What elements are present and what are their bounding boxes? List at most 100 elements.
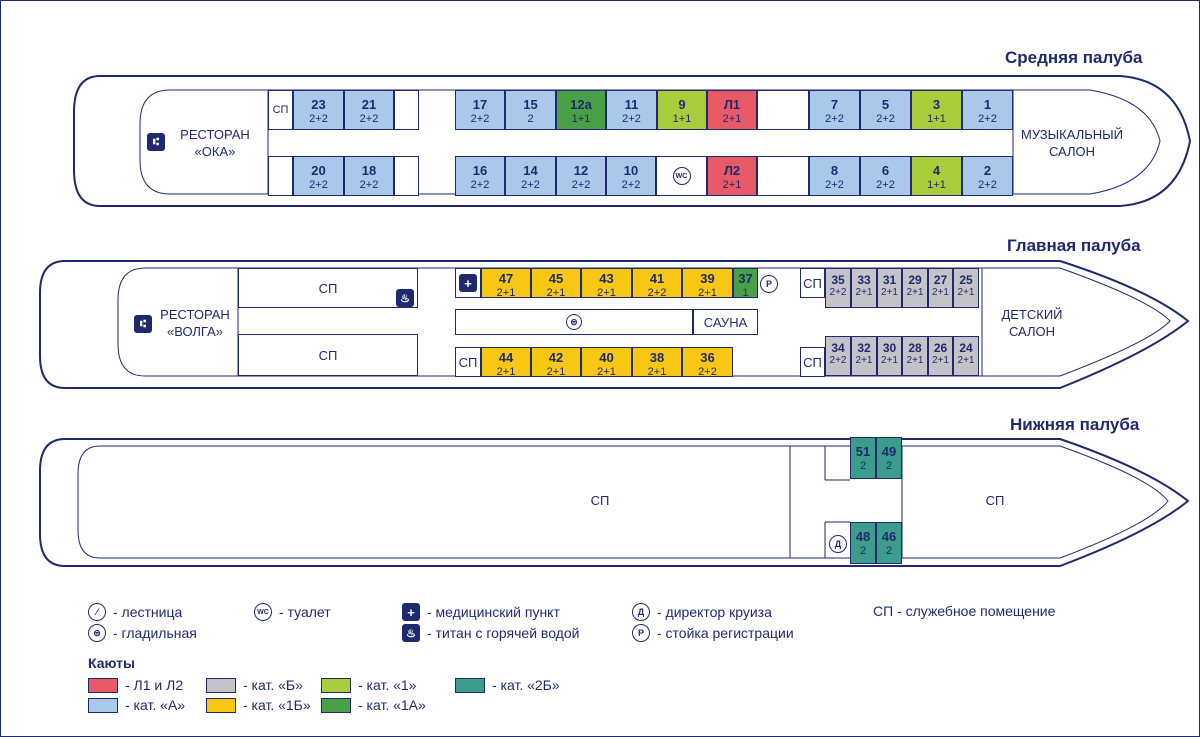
cabin-number: 24	[959, 341, 973, 355]
cabin-capacity: 2+1	[957, 287, 975, 298]
main-deck-inner	[117, 267, 1171, 377]
legend-boiler: ♨- титан с горячей водой	[402, 624, 579, 642]
restaurant-volga-line2: «ВОЛГА»	[166, 324, 224, 339]
cabin-capacity: 2+1	[932, 355, 949, 366]
cabin-number: 10	[623, 163, 639, 178]
service-room: СП	[238, 334, 418, 376]
swatch-cat-2b	[455, 677, 485, 693]
cabin-capacity: 2+1	[906, 287, 924, 298]
cabin-number: 39	[700, 271, 715, 286]
cabin-number: 8	[830, 163, 839, 178]
middle-room-blank	[394, 90, 419, 130]
legend-cabins-title: Каюты	[88, 655, 135, 671]
legend-cat-1: - кат. «1»	[321, 677, 416, 693]
cabin-number: 20	[311, 163, 326, 178]
cabin-number: 23	[311, 97, 326, 112]
cabin-number: 33	[857, 273, 871, 287]
restaurant-oka-line2: «ОКА»	[194, 144, 236, 159]
cabin-number: 29	[908, 273, 922, 287]
swatch-lux	[88, 677, 118, 693]
cabin-capacity: 2+2	[521, 179, 540, 191]
ironing-icon: ⊜	[566, 314, 582, 330]
cabin-capacity: 2+2	[571, 179, 591, 191]
legend-cat-1a: - кат. «1А»	[321, 697, 426, 713]
cabin-capacity: 2+1	[597, 287, 616, 299]
legend-cat-1a-label: - кат. «1А»	[358, 697, 426, 713]
legend-cat-a: - кат. «А»	[88, 697, 185, 713]
ironing-room: ⊜	[455, 309, 693, 335]
toilet-room: WC	[656, 156, 707, 196]
cabin-capacity: 2+2	[309, 179, 328, 191]
cabin-capacity: 1	[742, 287, 749, 299]
legend-cat-b: - кат. «Б»	[206, 677, 303, 693]
restaurant-oka-line1: РЕСТОРАН	[180, 127, 250, 142]
cabin-number: 38	[649, 350, 665, 365]
cabin-number: 7	[830, 97, 839, 112]
middle-room-blank	[757, 90, 809, 130]
medical-icon: +	[459, 274, 477, 292]
cabin-number: 1	[983, 97, 992, 112]
cabin-number: 47	[498, 271, 514, 286]
middle-room-blank	[394, 156, 419, 196]
cabin-number: 25	[959, 273, 973, 287]
cabin-number: 30	[882, 341, 897, 355]
cabin-capacity: 2+2	[698, 366, 717, 378]
legend-reception: Р- стойка регистрации	[632, 624, 794, 642]
kids-salon-line2: САЛОН	[1008, 324, 1056, 339]
legend-lux: - Л1 и Л2	[88, 677, 183, 693]
legend-cat-a-label: - кат. «А»	[125, 697, 186, 713]
cabin-number: 14	[523, 163, 538, 178]
cabin-number: 44	[498, 350, 514, 365]
